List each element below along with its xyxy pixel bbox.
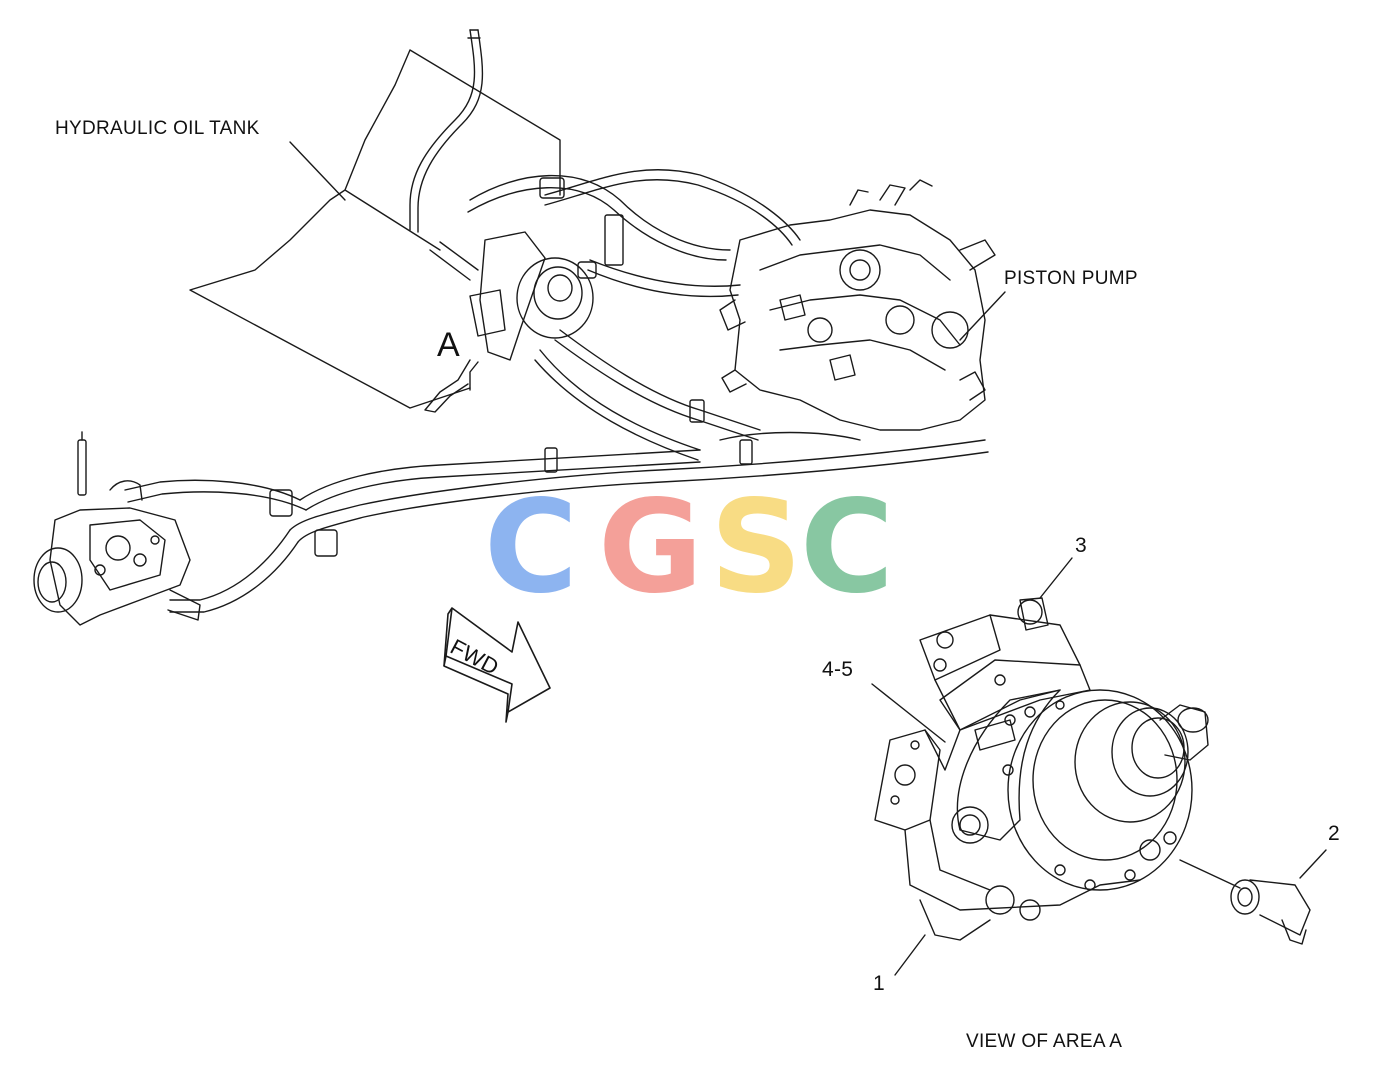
leader-callout-2	[1299, 849, 1327, 879]
hose-lines-lower	[124, 431, 989, 613]
leader-callout-3	[1039, 557, 1073, 599]
left-motor-drawing	[33, 431, 201, 626]
label-area-a: A	[437, 326, 460, 364]
fwd-arrow-icon	[443, 607, 551, 723]
callout-4-5: 4-5	[822, 658, 854, 681]
callout-2: 2	[1328, 822, 1340, 845]
leader-piston-pump	[959, 291, 1006, 341]
watermark-letter-2: G	[598, 473, 704, 622]
detail-pump-drawing	[874, 597, 1209, 941]
leader-hydraulic-oil-tank	[289, 141, 346, 201]
fitting-item-2-drawing	[1230, 879, 1311, 945]
label-piston-pump: PISTON PUMP	[1004, 268, 1138, 289]
pump-area-a-drawing	[424, 231, 597, 413]
watermark-letter-4: C	[800, 473, 894, 622]
callout-1: 1	[873, 972, 885, 995]
leader-callout-1	[894, 934, 926, 976]
piston-pump-drawing	[719, 179, 996, 431]
caption-view-of-area-a: VIEW OF AREA A	[966, 1031, 1123, 1052]
area-a-leader	[469, 361, 479, 391]
hydraulic-oil-tank-drawing	[189, 29, 561, 409]
leader-callout-4-5	[871, 683, 946, 743]
watermark-letter-1: C	[484, 473, 578, 622]
callout-3: 3	[1075, 534, 1087, 557]
hose-lines-upper	[467, 169, 801, 461]
watermark-letter-3: S	[710, 473, 803, 622]
leader-callout-2-b	[1179, 859, 1241, 889]
label-hydraulic-oil-tank: HYDRAULIC OIL TANK	[55, 118, 260, 139]
